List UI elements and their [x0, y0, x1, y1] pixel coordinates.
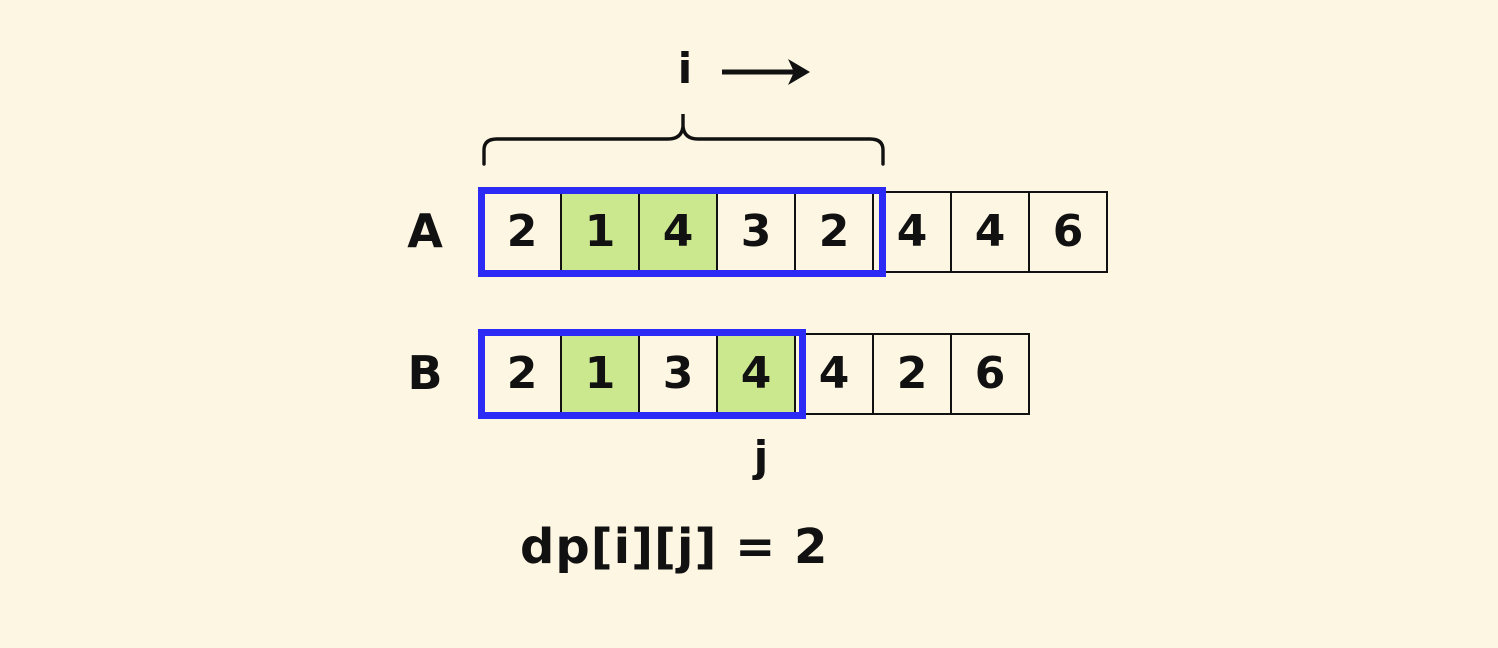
array-cell[interactable]: 4	[638, 191, 718, 273]
array-row-b: 2 1 3 4 4 2 6	[482, 333, 1030, 415]
index-label-i: i	[677, 44, 693, 93]
array-cell[interactable]: 4	[872, 191, 952, 273]
array-cell[interactable]: 3	[638, 333, 718, 415]
array-cell[interactable]: 2	[482, 333, 562, 415]
array-cell[interactable]: 1	[560, 191, 640, 273]
array-cell[interactable]: 4	[716, 333, 796, 415]
array-cell[interactable]: 2	[794, 191, 874, 273]
array-row-a: 2 1 4 3 2 4 4 6	[482, 191, 1108, 273]
array-cell[interactable]: 1	[560, 333, 640, 415]
curly-brace-icon	[470, 112, 900, 166]
row-label-b: B	[407, 346, 443, 400]
array-cell[interactable]: 4	[794, 333, 874, 415]
index-label-j: j	[753, 432, 769, 481]
dp-formula: dp[i][j] = 2	[520, 519, 829, 575]
array-cell[interactable]: 2	[872, 333, 952, 415]
array-cell[interactable]: 6	[1028, 191, 1108, 273]
array-cell[interactable]: 3	[716, 191, 796, 273]
array-cell[interactable]: 6	[950, 333, 1030, 415]
row-label-a: A	[407, 204, 443, 258]
right-arrow-icon	[718, 50, 814, 94]
array-cell[interactable]: 4	[950, 191, 1030, 273]
array-cell[interactable]: 2	[482, 191, 562, 273]
